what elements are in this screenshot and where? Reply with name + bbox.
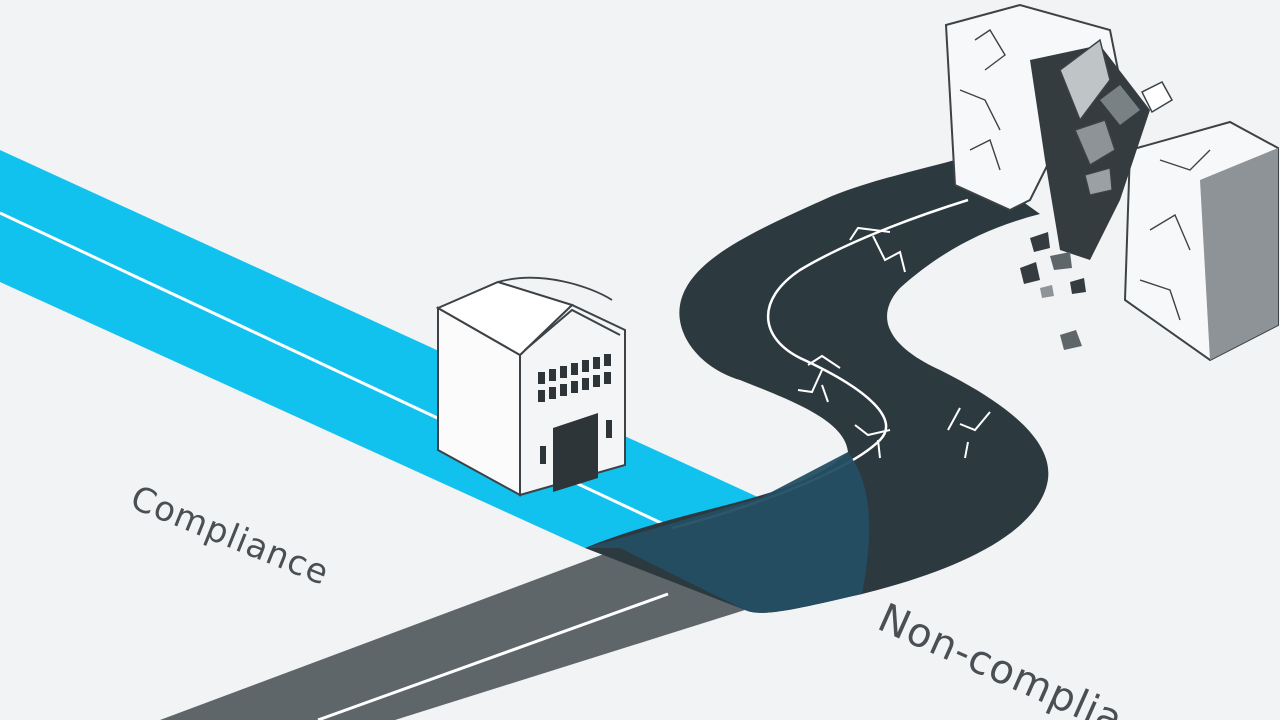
- non-compliance-road: [585, 158, 1049, 613]
- broken-wall-icon: [944, 3, 1279, 362]
- warehouse-icon: [435, 276, 626, 497]
- lower-road: [160, 548, 745, 720]
- road-crack-2: [797, 354, 841, 403]
- road-crack-1: [849, 226, 906, 273]
- road-crack-3: [854, 424, 891, 459]
- road-overlap: [585, 452, 870, 613]
- road-crack-4: [947, 407, 991, 459]
- lower-road-center-line: [317, 592, 669, 720]
- compliance-road: [0, 150, 760, 548]
